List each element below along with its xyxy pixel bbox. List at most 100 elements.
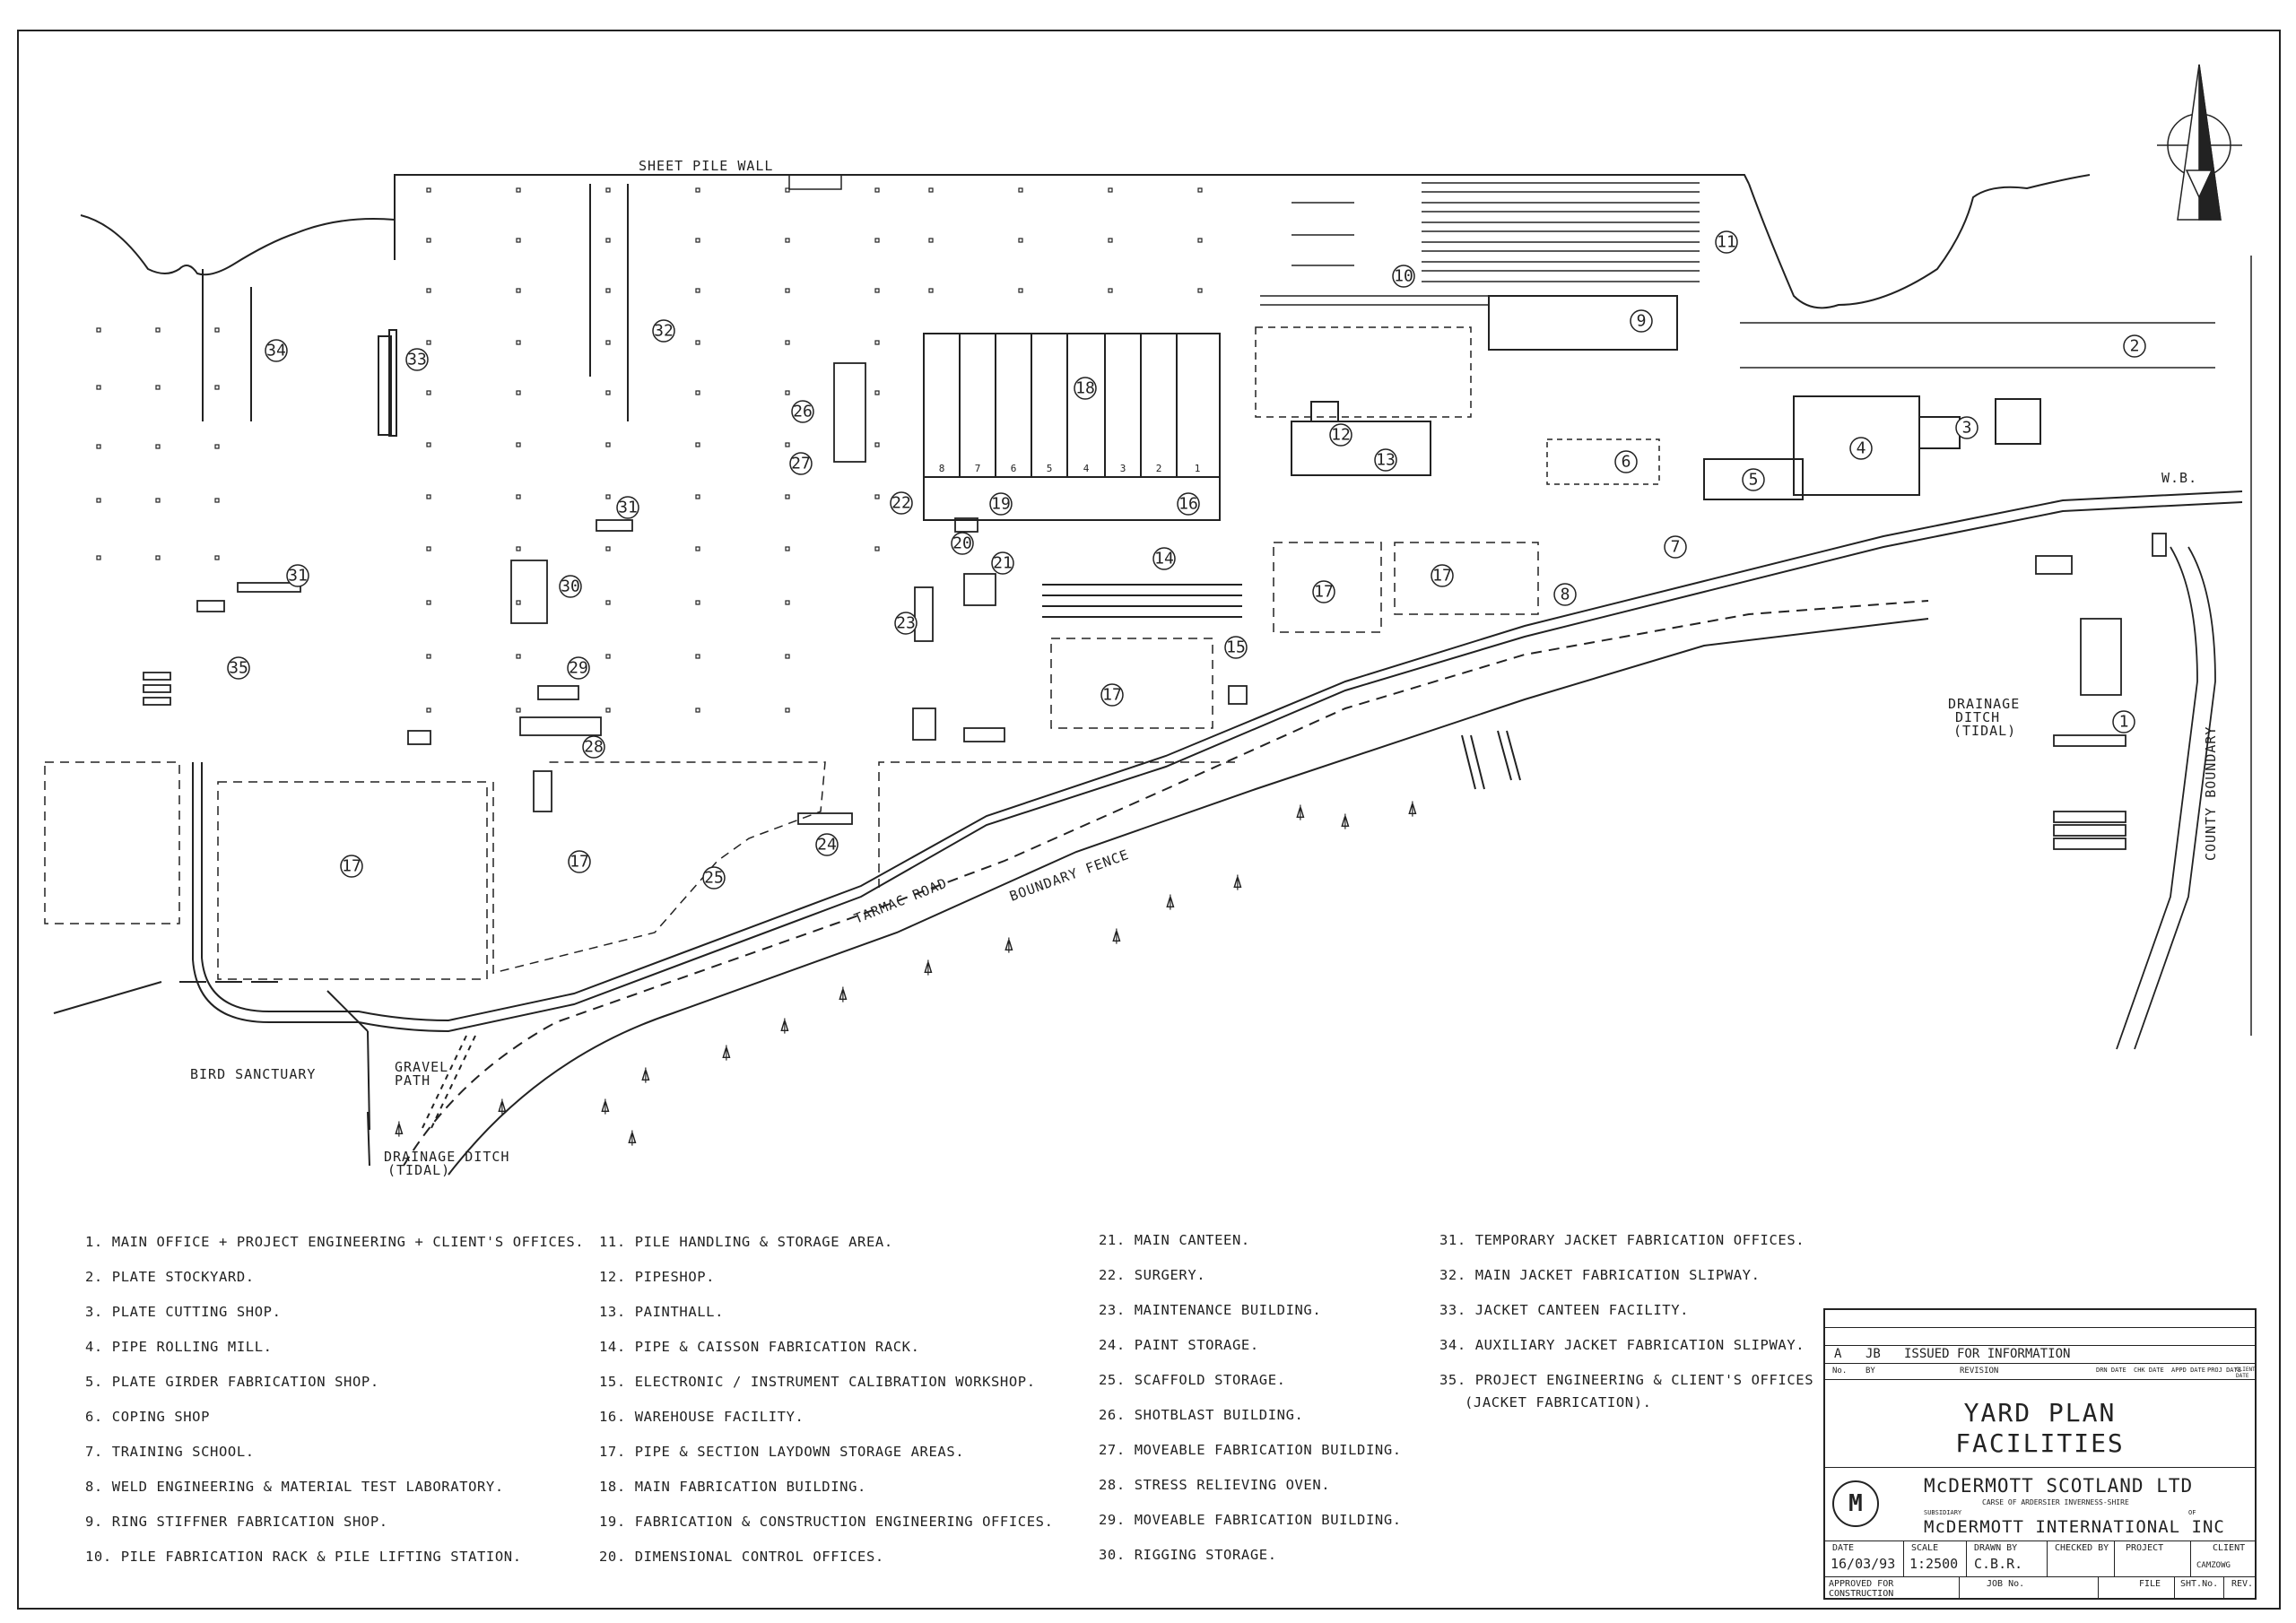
scale-label: SCALE <box>1911 1543 1939 1553</box>
hdr-drn: DRN DATE <box>2096 1367 2126 1374</box>
svg-text:35: 35 <box>229 659 248 678</box>
marker-34: 34 <box>265 339 288 362</box>
sheet-border <box>17 30 2281 1610</box>
title-bottom-row: APPROVED FOR CONSTRUCTION JOB No. FILE S… <box>1825 1577 2255 1599</box>
legend-item: 17. PIPE & SECTION LAYDOWN STORAGE AREAS… <box>599 1444 965 1460</box>
svg-text:26: 26 <box>793 403 813 421</box>
label-gravel-path-2: PATH <box>395 1072 430 1089</box>
bay-number: 7 <box>975 463 981 474</box>
svg-text:13: 13 <box>1376 451 1396 470</box>
legend-item: 18. MAIN FABRICATION BUILDING. <box>599 1479 866 1495</box>
marker-27: 27 <box>789 452 813 475</box>
hdr-appd: APPD DATE <box>2171 1367 2205 1374</box>
parent-company: McDERMOTT INTERNATIONAL INC <box>1924 1517 2225 1537</box>
svg-text:29: 29 <box>569 659 588 678</box>
svg-text:⍋: ⍋ <box>498 1098 507 1115</box>
marker-9: 9 <box>1630 309 1653 333</box>
bay-numbers: 8 7 6 5 4 3 2 1 <box>939 463 1201 474</box>
drawn-label: DRAWN BY <box>1974 1543 2018 1553</box>
label-bird-sanctuary: BIRD SANCTUARY <box>190 1066 316 1082</box>
marker-1: 1 <box>2112 710 2135 733</box>
marker-16: 16 <box>1177 492 1200 516</box>
svg-text:⍋: ⍋ <box>1112 928 1121 945</box>
marker-17b: 17 <box>1431 564 1454 587</box>
svg-text:⍋: ⍋ <box>1408 801 1417 818</box>
legend-item: 14. PIPE & CAISSON FABRICATION RACK. <box>599 1339 920 1355</box>
bay-number: 3 <box>1120 463 1126 474</box>
svg-text:⍋: ⍋ <box>601 1098 610 1115</box>
marker-2: 2 <box>2123 334 2146 358</box>
marker-32: 32 <box>652 319 675 343</box>
building-12-13 <box>1291 401 1431 476</box>
marker-13: 13 <box>1374 448 1397 472</box>
scale-value: 1:2500 <box>1909 1556 1959 1572</box>
svg-text:⍋: ⍋ <box>1233 874 1242 891</box>
svg-text:15: 15 <box>1226 638 1246 657</box>
marker-25: 25 <box>702 866 726 890</box>
legend-item: 13. PAINTHALL. <box>599 1304 725 1320</box>
svg-text:6: 6 <box>1622 453 1631 472</box>
legend-item: 15. ELECTRONIC / INSTRUMENT CALIBRATION … <box>599 1374 1036 1390</box>
svg-text:17: 17 <box>1432 567 1452 586</box>
svg-text:5: 5 <box>1749 471 1759 490</box>
pipe-rack-14 <box>1042 584 1242 618</box>
svg-text:31: 31 <box>288 567 308 586</box>
drainage-and-path <box>53 730 1521 1167</box>
title-info-row: DATE 16/03/93 SCALE 1:2500 DRAWN BY C.B.… <box>1825 1541 2255 1577</box>
svg-text:⍋: ⍋ <box>641 1067 650 1084</box>
label-drainage-ditch-1: DRAINAGE DITCH <box>384 1149 509 1165</box>
svg-text:19: 19 <box>991 495 1011 514</box>
legend-item: 24. PAINT STORAGE. <box>1099 1337 1259 1353</box>
svg-text:7: 7 <box>1671 538 1681 557</box>
svg-text:18: 18 <box>1075 379 1095 398</box>
svg-text:2: 2 <box>2130 337 2140 356</box>
svg-text:4: 4 <box>1857 439 1866 458</box>
bay-number: 1 <box>1195 463 1201 474</box>
svg-text:34: 34 <box>266 342 286 360</box>
svg-text:⍋: ⍋ <box>1004 937 1013 954</box>
svg-text:⍋: ⍋ <box>722 1045 731 1062</box>
roads <box>192 490 2243 1176</box>
marker-20: 20 <box>951 532 974 555</box>
area-markers: 1 2 3 4 5 6 7 8 9 10 11 12 13 14 15 16 1… <box>227 230 2146 890</box>
svg-text:17: 17 <box>1314 583 1334 602</box>
company-address: CARSE OF ARDERSIER INVERNESS-SHIRE <box>1982 1498 2129 1506</box>
rev-letter: A <box>1834 1347 1842 1361</box>
company-name: McDERMOTT SCOTLAND LTD <box>1924 1475 2194 1497</box>
marker-28: 28 <box>582 735 605 759</box>
svg-text:10: 10 <box>1394 267 1413 286</box>
marker-35: 35 <box>227 656 250 680</box>
svg-text:31: 31 <box>618 499 638 517</box>
title-revision-blank-row <box>1825 1310 2255 1328</box>
label-drainage-right-3: (TIDAL) <box>1953 723 2016 739</box>
svg-text:30: 30 <box>561 577 580 596</box>
svg-text:22: 22 <box>891 494 911 513</box>
rev-desc: ISSUED FOR INFORMATION <box>1904 1347 2071 1361</box>
title-block: A JB ISSUED FOR INFORMATION No. BY REVIS… <box>1823 1308 2257 1600</box>
svg-text:17: 17 <box>570 853 589 872</box>
label-wb: W.B. <box>2161 470 2197 486</box>
building-4-5 <box>1703 395 1961 500</box>
legend-item: 26. SHOTBLAST BUILDING. <box>1099 1407 1304 1423</box>
svg-text:⍋: ⍋ <box>924 959 933 976</box>
bay-number: 5 <box>1047 463 1053 474</box>
svg-text:⍋: ⍋ <box>1296 804 1305 821</box>
drawn-value: C.B.R. <box>1974 1556 2023 1572</box>
legend-item: 3. PLATE CUTTING SHOP. <box>85 1304 282 1320</box>
svg-text:⍋: ⍋ <box>395 1121 404 1138</box>
office-area-east <box>2035 533 2216 1050</box>
marker-17d: 17 <box>340 855 363 878</box>
building-6 <box>1546 438 1660 485</box>
project-label: PROJECT <box>2126 1543 2164 1553</box>
legend-item: 34. AUXILIARY JACKET FABRICATION SLIPWAY… <box>1439 1337 1805 1353</box>
bay-number: 8 <box>939 463 945 474</box>
label-drainage-right-2: DITCH <box>1955 709 2000 725</box>
legend-item: 11. PILE HANDLING & STORAGE AREA. <box>599 1234 893 1250</box>
storage-area-dashed-north <box>1255 326 1472 418</box>
marker-30: 30 <box>559 575 582 598</box>
marker-10: 10 <box>1392 265 1415 288</box>
building-9 <box>1488 295 1678 351</box>
shoreline-west <box>80 214 396 276</box>
legend-item: 16. WAREHOUSE FACILITY. <box>599 1409 804 1425</box>
date-value: 16/03/93 <box>1831 1556 1896 1572</box>
